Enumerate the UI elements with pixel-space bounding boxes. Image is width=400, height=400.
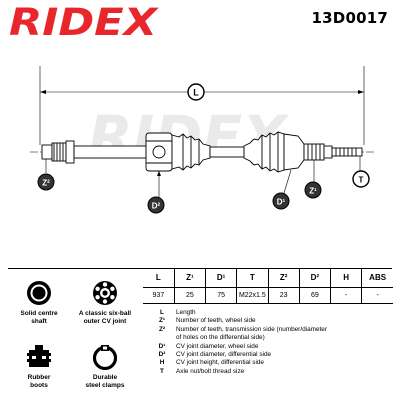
- wheel-spline: [303, 143, 363, 161]
- spec-legend: L Length Z¹ Number of teeth, wheel side Z²…: [148, 309, 396, 376]
- outer-cv-joint: [283, 133, 305, 171]
- legend-row: Z¹ Number of teeth, wheel side: [148, 317, 396, 325]
- spec-header: Z¹: [174, 269, 207, 288]
- spec-value-row: 937 25 75 M22x1.5 23 69 - -: [143, 287, 393, 304]
- legend-text: Number of teeth, wheel side: [176, 317, 256, 325]
- spec-value: -: [361, 287, 393, 304]
- spec-header: ABS: [361, 269, 393, 288]
- legend-text: CV joint height, differential side: [176, 359, 264, 367]
- clamp-icon: [92, 345, 118, 370]
- legend-key: T: [160, 367, 164, 375]
- d1-callout: D¹: [272, 192, 290, 210]
- length-callout-label: L: [193, 88, 199, 98]
- feature-label-line1: Durable: [92, 374, 118, 381]
- drive-shaft-drawing: RIDEX L: [30, 66, 374, 214]
- spec-table: L Z¹ D¹ T Z² D² H ABS 937 25 75 M22x1.5 …: [143, 269, 393, 304]
- spec-value: M22x1.5: [236, 287, 269, 304]
- legend-text: of holes on the differential side): [176, 334, 265, 342]
- section-divider: [8, 268, 392, 269]
- spec-header: T: [236, 269, 269, 288]
- legend-key: D²: [158, 351, 166, 359]
- spec-value: 75: [205, 287, 238, 304]
- spec-header: H: [330, 269, 363, 288]
- d1-callout-label: D¹: [277, 198, 286, 207]
- z2-callout-label: Z²: [42, 179, 50, 188]
- legend-key: [148, 334, 176, 342]
- feature-label-line2: outer CV joint: [83, 317, 127, 325]
- t-callout-label: T: [359, 176, 364, 185]
- legend-text: CV joint diameter, wheel side: [176, 342, 259, 350]
- z1-callout-label: Z¹: [309, 187, 317, 196]
- legend-key: Z¹: [158, 317, 166, 325]
- inner-boot: [171, 133, 211, 171]
- solid-shaft-icon: [27, 281, 51, 305]
- spec-value: 937: [143, 287, 175, 304]
- legend-row: T Axle nut/bolt thread size: [148, 368, 396, 376]
- middle-shaft: [209, 146, 245, 158]
- legend-key: Z²: [158, 325, 166, 333]
- spec-header: D¹: [205, 269, 238, 288]
- t-callout: T: [352, 170, 370, 188]
- legend-row: Z² Number of teeth, transmission side (nu…: [148, 326, 396, 334]
- inner-cv-joint: [145, 132, 173, 172]
- part-number: 13D0017: [311, 9, 388, 27]
- spec-header: L: [143, 269, 175, 288]
- spec-value: -: [330, 287, 363, 304]
- legend-row: L Length: [148, 309, 396, 317]
- legend-key: H: [159, 359, 165, 367]
- legend-key: L: [160, 309, 164, 316]
- feature-label-line1: A classic six-ball: [78, 310, 132, 317]
- legend-row: D¹ CV joint diameter, wheel side: [148, 343, 396, 351]
- spec-value: 23: [268, 287, 300, 304]
- legend-text: Axle nut/bolt thread size: [176, 367, 245, 375]
- legend-text: CV joint diameter, differential side: [176, 351, 272, 359]
- legend-key: D¹: [158, 342, 166, 350]
- spec-header: Z²: [268, 269, 300, 288]
- legend-text: Number of teeth, transmission side (numb…: [176, 325, 327, 333]
- feature-label-line2: steel clamps: [85, 381, 125, 389]
- centre-shaft: [73, 145, 147, 159]
- spec-header-row: L Z¹ D¹ T Z² D² H ABS: [143, 269, 393, 288]
- ridex-logo: RIDEX: [9, 4, 159, 38]
- length-callout: L: [187, 83, 205, 101]
- outer-boot: [243, 131, 285, 173]
- feature-label-line1: Solid centre: [20, 310, 58, 317]
- transmission-spline: [41, 140, 75, 164]
- z1-callout: Z¹: [304, 181, 322, 199]
- z2-callout: Z²: [37, 173, 55, 191]
- legend-row: H CV joint height, differential side: [148, 359, 396, 367]
- d2-callout: D²: [147, 196, 165, 214]
- spec-header: D²: [299, 269, 332, 288]
- spec-value: 25: [174, 287, 207, 304]
- legend-text: Length: [176, 309, 196, 316]
- feature-label-line1: Rubber: [27, 374, 51, 381]
- feature-label-line2: shaft: [31, 317, 47, 325]
- rubber-boot-icon: [27, 345, 51, 367]
- brand-logo-text: RIDEX: [9, 4, 159, 38]
- feature-label-line2: boots: [30, 381, 48, 389]
- spec-value: 69: [299, 287, 332, 304]
- d2-callout-label: D²: [152, 202, 161, 211]
- legend-row: of holes on the differential side): [148, 334, 396, 342]
- cv-joint-icon: [93, 281, 117, 305]
- legend-row: D² CV joint diameter, differential side: [148, 351, 396, 359]
